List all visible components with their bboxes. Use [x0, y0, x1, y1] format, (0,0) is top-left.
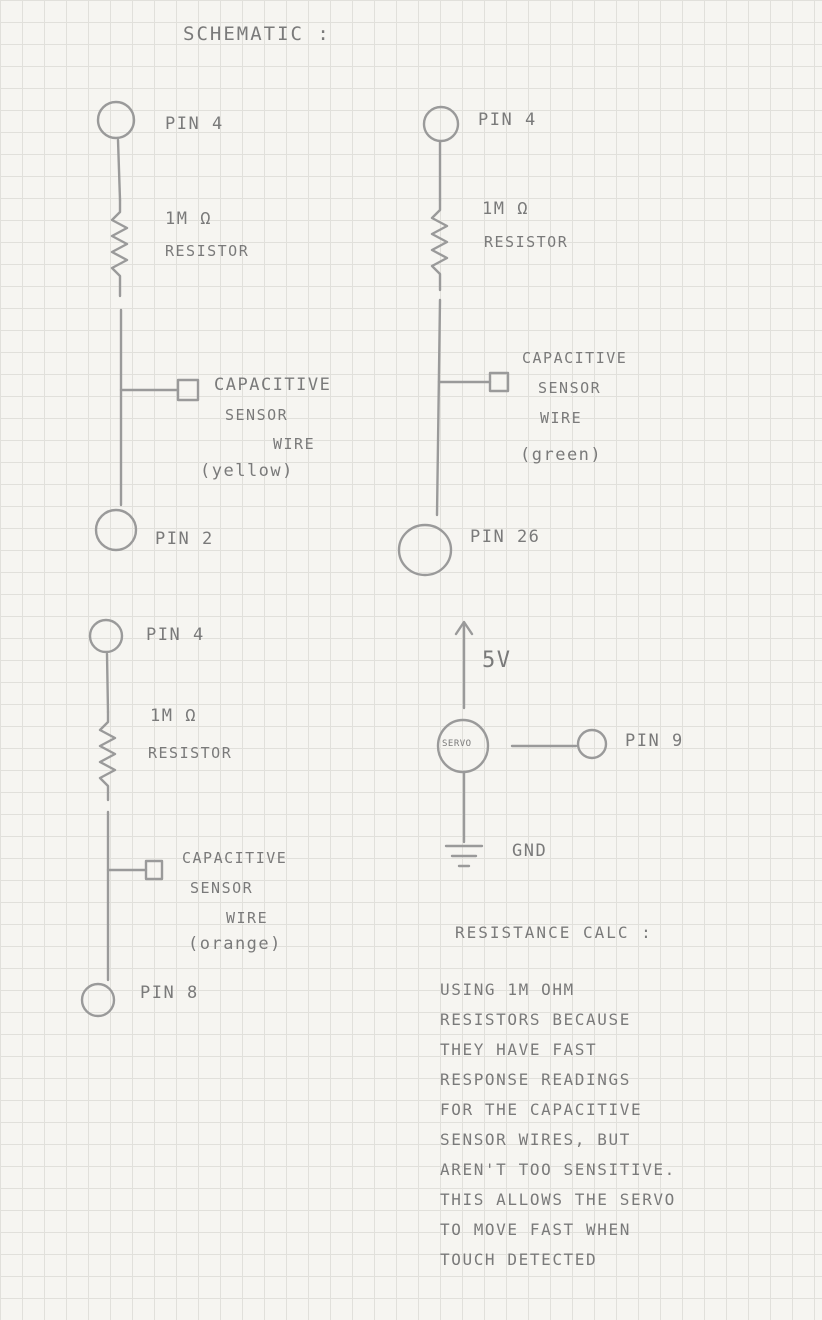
- circuit-1-sensor-color: (yellow): [200, 461, 294, 481]
- servo-signal-pin-node: [576, 728, 608, 760]
- servo-body-label: SERVO: [442, 739, 472, 749]
- note-line: USING 1M OHM: [440, 980, 575, 999]
- resistance-notes: USING 1M OHM RESISTORS BECAUSE THEY HAVE…: [440, 975, 800, 1275]
- circuit-3-sensor-pad: [144, 859, 164, 881]
- circuit-3: [80, 618, 164, 1018]
- circuit-2-sensor-line-3: WIRE: [540, 409, 583, 427]
- circuit-2-sensor-pad: [488, 371, 510, 393]
- circuit-2-top-pin-node: [422, 105, 460, 143]
- circuit-1-bottom-pin-node: [94, 508, 138, 552]
- notes-heading: RESISTANCE CALC :: [455, 923, 653, 942]
- circuit-2-top-pin-label: PIN 4: [478, 110, 537, 130]
- note-line: THEY HAVE FAST: [440, 1040, 598, 1059]
- circuit-1-resistor-label: RESISTOR: [165, 242, 250, 260]
- circuit-1-top-pin-label: PIN 4: [165, 114, 224, 134]
- circuit-2-sensor-color: (green): [520, 445, 603, 465]
- circuit-2-sensor-line-1: CAPACITIVE: [522, 349, 628, 367]
- circuit-3-resistor-symbol: [98, 710, 117, 802]
- note-line: TOUCH DETECTED: [440, 1250, 598, 1269]
- servo-circuit: [436, 620, 608, 868]
- circuit-2-bottom-pin-label: PIN 26: [470, 527, 541, 547]
- circuit-1-top-pin-node: [96, 100, 136, 140]
- circuit-3-resistor-value: 1M Ω: [150, 706, 197, 726]
- note-line: TO MOVE FAST WHEN: [440, 1220, 631, 1239]
- ground-label: GND: [512, 841, 548, 861]
- note-line: AREN'T TOO SENSITIVE.: [440, 1160, 676, 1179]
- circuit-1-sensor-line-2: SENSOR: [225, 406, 289, 424]
- circuit-3-wire-top: [105, 652, 110, 714]
- circuit-3-top-pin-node: [88, 618, 124, 654]
- circuit-3-bottom-pin-label: PIN 8: [140, 983, 199, 1003]
- circuit-1-wire-top: [116, 138, 122, 202]
- circuit-3-resistor-label: RESISTOR: [148, 744, 233, 762]
- circuit-1-resistor-value: 1M Ω: [165, 209, 212, 229]
- circuit-3-sensor-line-2: SENSOR: [190, 879, 254, 897]
- circuit-2-wire-mid: [435, 298, 442, 517]
- note-line: THIS ALLOWS THE SERVO: [440, 1190, 676, 1209]
- page-title: SCHEMATIC :: [183, 23, 331, 45]
- supply-arrow: [454, 620, 474, 710]
- circuit-2-sensor-line-2: SENSOR: [538, 379, 602, 397]
- note-line: RESISTORS BECAUSE: [440, 1010, 631, 1029]
- circuit-2-resistor-value: 1M Ω: [482, 199, 529, 219]
- circuit-3-top-pin-label: PIN 4: [146, 625, 205, 645]
- note-line: RESPONSE READINGS: [440, 1070, 631, 1089]
- circuit-1-sensor-pad: [176, 378, 200, 402]
- servo-signal-pin-label: PIN 9: [625, 731, 684, 751]
- circuit-1-sensor-line-3: WIRE: [273, 435, 316, 453]
- circuit-2: [397, 105, 510, 577]
- note-line: SENSOR WIRES, BUT: [440, 1130, 631, 1149]
- circuit-3-sensor-line-3: WIRE: [226, 909, 269, 927]
- circuit-3-sensor-color: (orange): [188, 934, 282, 954]
- circuit-1-resistor-symbol: [110, 198, 129, 298]
- circuit-1: [94, 100, 200, 552]
- circuit-2-resistor-symbol: [430, 198, 449, 292]
- circuit-3-sensor-line-1: CAPACITIVE: [182, 849, 288, 867]
- circuit-1-sensor-line-1: CAPACITIVE: [214, 375, 332, 395]
- note-line: FOR THE CAPACITIVE: [440, 1100, 643, 1119]
- circuit-1-bottom-pin-label: PIN 2: [155, 529, 214, 549]
- circuit-3-bottom-pin-node: [80, 982, 116, 1018]
- ground-symbol: [444, 844, 484, 868]
- circuit-2-bottom-pin-node: [397, 523, 453, 577]
- circuit-2-resistor-label: RESISTOR: [484, 233, 569, 251]
- supply-voltage-label: 5V: [482, 648, 512, 673]
